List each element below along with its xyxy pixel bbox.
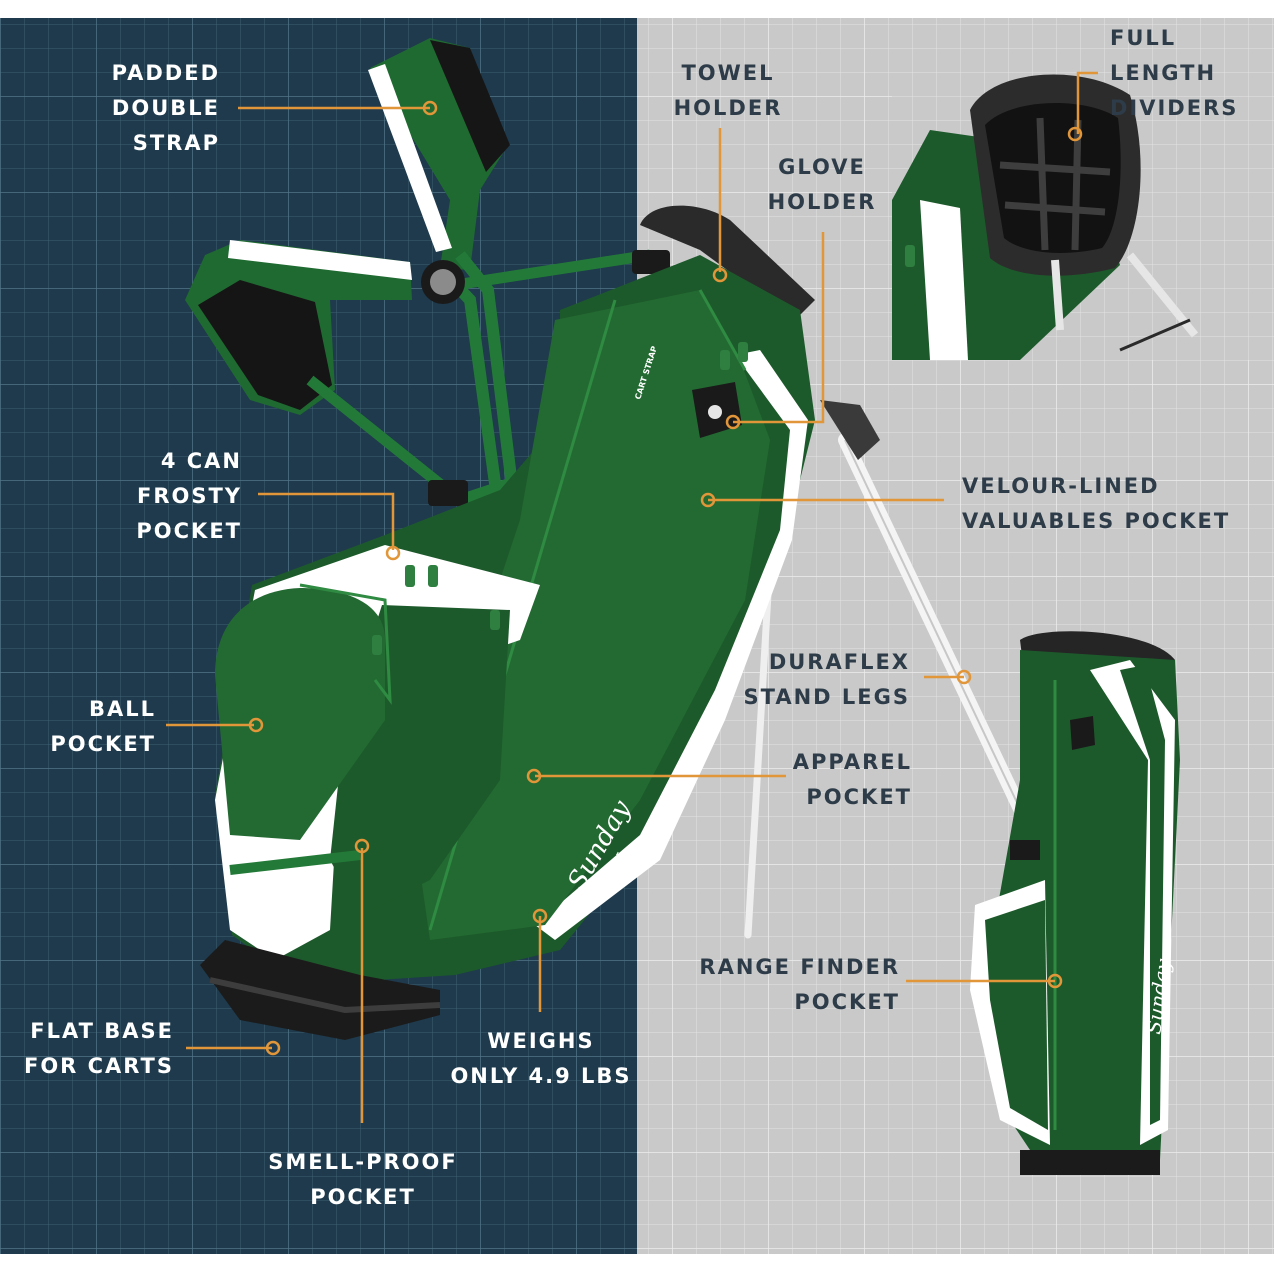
callout-smell-proof-pocket: SMELL-PROOF POCKET [268, 1150, 458, 1209]
top-handle [640, 205, 815, 320]
leader-lines [166, 71, 1098, 1123]
flat-base [200, 940, 440, 1040]
full-length-dividers-shape [999, 117, 1111, 251]
callout-glove-holder: GLOVE HOLDER [767, 155, 877, 214]
callout-padded-double-strap: PADDED DOUBLE STRAP [111, 61, 220, 155]
callout-apparel-pocket: APPAREL POCKET [792, 750, 912, 809]
callout-full-length-dividers: FULL LENGTH DIVIDERS [1110, 26, 1239, 120]
callout-ball-pocket: BALL POCKET [50, 697, 156, 756]
callout-flat-base: FLAT BASE FOR CARTS [23, 1019, 174, 1078]
callout-weight: WEIGHS ONLY 4.9 LBS [450, 1029, 632, 1088]
white-side-panel [535, 350, 808, 940]
zipper-pulls [372, 342, 748, 655]
leader-dots [248, 100, 1083, 1056]
shoulder-strap-front [185, 240, 412, 415]
shoulder-strap-back [368, 38, 510, 270]
stand-legs [744, 400, 1037, 939]
callout-frosty-pocket: 4 CAN FROSTY POCKET [136, 449, 242, 543]
front-view-bag: Sunday [970, 631, 1180, 1175]
callout-velour-pocket: VELOUR-LINED VALUABLES POCKET [962, 474, 1231, 533]
callout-stand-legs: DURAFLEX STAND LEGS [743, 650, 910, 709]
ball-pocket-panel [215, 588, 385, 840]
callout-towel-holder: TOWEL HOLDER [673, 61, 783, 120]
callout-range-finder-pocket: RANGE FINDER POCKET [699, 955, 900, 1014]
main-golf-bag: CART STRAP Sunday GOLF [185, 38, 1037, 1040]
apparel-pocket-panel [420, 290, 770, 940]
top-view-inset [892, 18, 1274, 360]
